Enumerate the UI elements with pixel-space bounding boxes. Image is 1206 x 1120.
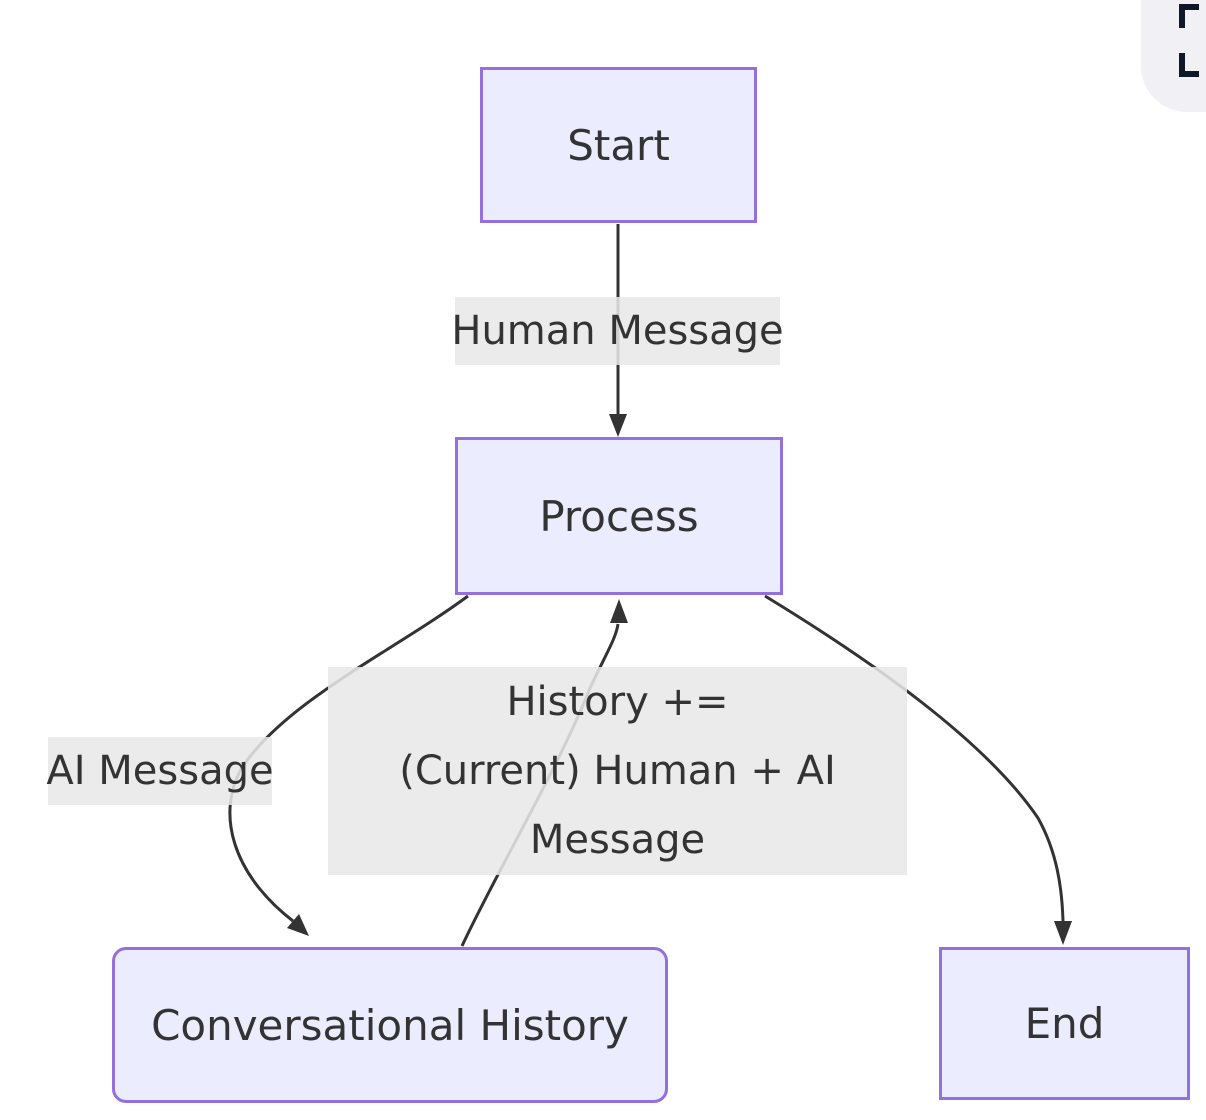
node-process: Process bbox=[455, 437, 783, 595]
arrowhead-into-end bbox=[1054, 921, 1072, 945]
arrowhead-into-history bbox=[287, 914, 309, 936]
node-start: Start bbox=[480, 67, 757, 223]
edge-label-ai-message: AI Message bbox=[46, 737, 274, 805]
node-conversational-history: Conversational History bbox=[112, 947, 668, 1103]
arrowhead-into-process-bottom bbox=[610, 599, 628, 623]
arrowhead-into-process-top bbox=[609, 414, 627, 437]
edge-label-history-line1: History += bbox=[506, 678, 729, 725]
fullscreen-icon bbox=[1179, 4, 1199, 77]
node-end: End bbox=[939, 947, 1190, 1100]
corner-panel[interactable] bbox=[1141, 0, 1206, 112]
edge-label-history-update: History += (Current) Human + AI Message bbox=[328, 667, 907, 875]
edge-label-human-message: Human Message bbox=[451, 297, 784, 365]
edge-label-history-line3: Message bbox=[529, 816, 706, 863]
edge-process-end bbox=[764, 594, 1065, 922]
edge-label-history-line2: (Current) Human + AI bbox=[399, 747, 836, 794]
